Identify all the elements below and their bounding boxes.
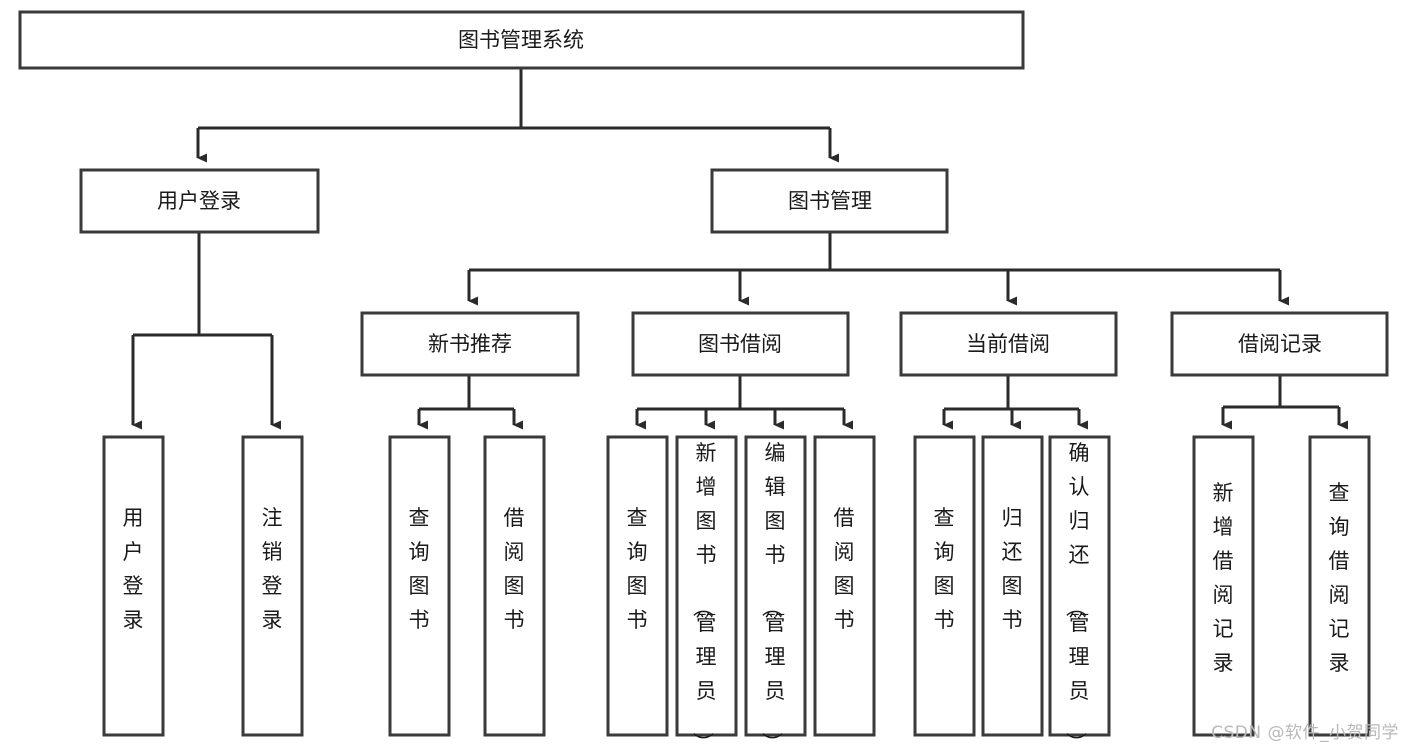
- node-leaf-box[interactable]: [813, 435, 876, 737]
- csdn-watermark: CSDN @软件_小贺同学: [1211, 723, 1399, 743]
- edge-group-user-login: [131, 232, 281, 430]
- node-user-login[interactable]: 用户登录: [79, 168, 320, 234]
- node-leaf-box[interactable]: [1048, 435, 1111, 737]
- node-leaf-box[interactable]: [1192, 435, 1255, 737]
- node-leaf-borrow-record-1[interactable]: 新增借阅记录: [1192, 435, 1255, 737]
- node-leaf-box[interactable]: [483, 435, 546, 737]
- node-book-manage-label: 图书管理: [788, 189, 872, 213]
- edge-group-root: [196, 68, 839, 163]
- node-leaf-label: 借阅图书: [504, 506, 525, 632]
- node-borrow-record[interactable]: 借阅记录: [1170, 311, 1389, 377]
- node-leaf-label: 查询图书: [409, 506, 430, 632]
- node-current-borrow-label: 当前借阅: [966, 332, 1050, 356]
- node-leaf-current-borrow-2[interactable]: 归还图书: [981, 435, 1044, 737]
- node-leaf-current-borrow-1[interactable]: 查询图书: [913, 435, 976, 737]
- node-leaf-box[interactable]: [241, 435, 304, 737]
- node-book-manage[interactable]: 图书管理: [710, 168, 949, 234]
- node-new-book-recommend-label: 新书推荐: [428, 332, 512, 356]
- node-leaf-box[interactable]: [388, 435, 451, 737]
- node-borrow-record-label: 借阅记录: [1238, 332, 1322, 356]
- node-book-borrow[interactable]: 图书借阅: [631, 311, 850, 377]
- node-leaf-box[interactable]: [744, 435, 807, 737]
- node-leaf-box[interactable]: [102, 435, 165, 737]
- node-book-borrow-box[interactable]: [631, 311, 850, 377]
- node-leaf-label: 确认归还（管理员）: [1064, 441, 1090, 747]
- node-borrow-record-box[interactable]: [1170, 311, 1389, 377]
- node-leaf-book-borrow-2[interactable]: 新增图书（管理员）: [675, 435, 738, 747]
- node-leaf-box[interactable]: [981, 435, 1044, 737]
- node-user-login-label: 用户登录: [157, 189, 241, 213]
- node-root-label: 图书管理系统: [458, 28, 584, 52]
- node-new-book-recommend[interactable]: 新书推荐: [360, 311, 580, 377]
- node-leaf-label: 查询借阅记录: [1329, 481, 1350, 675]
- node-leaf-label: 新增图书（管理员）: [691, 441, 717, 747]
- edge-group-new-book: [417, 375, 523, 430]
- node-leaf-user-login-1[interactable]: 用户登录: [102, 435, 165, 737]
- node-leaf-label: 借阅图书: [834, 506, 855, 632]
- node-leaf-book-borrow-1[interactable]: 查询图书: [606, 435, 669, 737]
- node-current-borrow-box[interactable]: [899, 311, 1118, 377]
- node-root-box[interactable]: [18, 10, 1025, 70]
- edge-group-book-manage: [467, 232, 1289, 306]
- node-root-system[interactable]: 图书管理系统: [18, 10, 1025, 70]
- node-leaf-user-login-2[interactable]: 注销登录: [241, 435, 304, 737]
- edge-group-borrow-record: [1221, 375, 1348, 430]
- edge-group-current-borrow: [942, 375, 1088, 430]
- node-leaf-label: 用户登录: [123, 506, 144, 632]
- node-leaf-box[interactable]: [1308, 435, 1371, 737]
- node-leaf-borrow-record-2[interactable]: 查询借阅记录: [1308, 435, 1371, 737]
- node-current-borrow[interactable]: 当前借阅: [899, 311, 1118, 377]
- node-book-borrow-label: 图书借阅: [698, 332, 782, 356]
- node-leaf-label: 归还图书: [1002, 506, 1023, 632]
- edge-group-book-borrow: [635, 375, 853, 430]
- node-leaf-label: 注销登录: [262, 506, 283, 632]
- node-leaf-new-book-1[interactable]: 查询图书: [388, 435, 451, 737]
- node-new-book-recommend-box[interactable]: [360, 311, 580, 377]
- node-leaf-book-borrow-4[interactable]: 借阅图书: [813, 435, 876, 737]
- node-leaf-box[interactable]: [606, 435, 669, 737]
- node-leaf-book-borrow-3[interactable]: 编辑图书（管理员）: [744, 435, 807, 747]
- node-user-login-box[interactable]: [79, 168, 320, 234]
- node-leaf-box[interactable]: [675, 435, 738, 737]
- node-leaf-new-book-2[interactable]: 借阅图书: [483, 435, 546, 737]
- node-leaf-current-borrow-3[interactable]: 确认归还（管理员）: [1048, 435, 1111, 747]
- node-leaf-box[interactable]: [913, 435, 976, 737]
- node-leaf-label: 新增借阅记录: [1213, 481, 1234, 675]
- node-leaf-label: 编辑图书（管理员）: [760, 441, 786, 747]
- node-leaf-label: 查询图书: [934, 506, 955, 632]
- node-book-manage-box[interactable]: [710, 168, 949, 234]
- node-leaf-label: 查询图书: [627, 506, 648, 632]
